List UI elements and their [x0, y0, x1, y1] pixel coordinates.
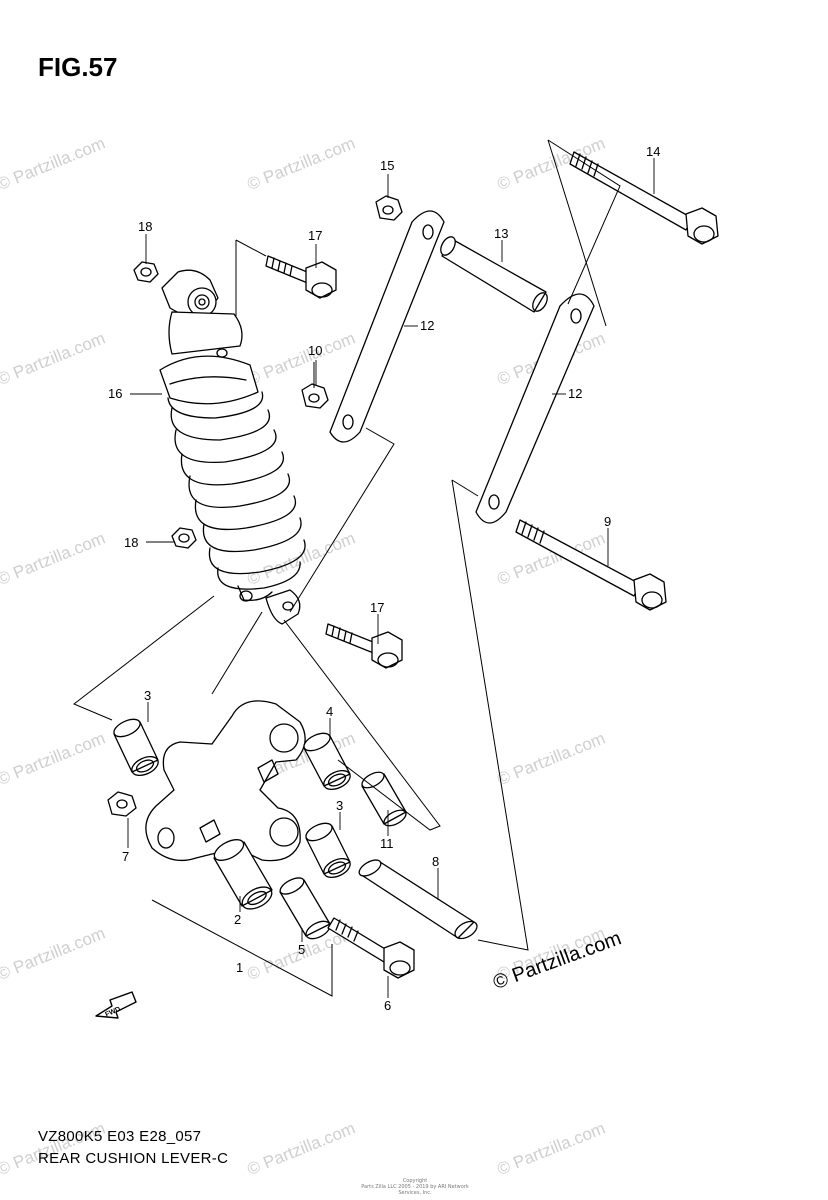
link-rod-12-right [475, 293, 595, 524]
label-5: 5 [298, 942, 305, 957]
figure-title: FIG.57 [38, 52, 118, 82]
shock-absorber-part [159, 269, 306, 625]
bolt-6 [327, 917, 415, 979]
nut-15 [375, 195, 403, 221]
fwd-arrow-icon [95, 991, 137, 1019]
bearing-3-right [305, 822, 351, 879]
spacer-13 [440, 236, 548, 313]
cushion-lever-body [145, 700, 306, 862]
bolt-9 [515, 519, 667, 611]
label-16: 16 [108, 386, 122, 401]
caption: REAR CUSHION LEVER-C [38, 1150, 229, 1167]
label-6: 6 [384, 998, 391, 1013]
label-8: 8 [432, 854, 439, 869]
bolt-14 [569, 151, 719, 245]
label-12-right: 12 [568, 386, 582, 401]
link-rod-12-left [329, 210, 445, 443]
label-18-top: 18 [138, 219, 152, 234]
label-3-right: 3 [336, 798, 343, 813]
label-13: 13 [494, 226, 508, 241]
model-code: VZ800K5 E03 E28_057 [38, 1128, 202, 1145]
copyright-small-line-1: Copyright [402, 1178, 428, 1184]
label-1: 1 [236, 960, 243, 975]
label-17-top: 17 [308, 228, 322, 243]
bearing-2 [213, 839, 273, 910]
nut-7 [107, 791, 137, 817]
label-12-left: 12 [420, 318, 434, 333]
nut-18-top [133, 261, 159, 283]
label-11: 11 [380, 836, 394, 851]
label-18-bottom: 18 [124, 535, 138, 550]
spacer-5 [279, 877, 331, 940]
label-4: 4 [326, 704, 333, 719]
leader-lines [127, 158, 655, 998]
label-9: 9 [604, 514, 611, 529]
assembly-lines [73, 139, 621, 997]
bearing-3-left [113, 718, 159, 777]
label-14: 14 [646, 144, 660, 159]
copyright-small: Copyright Parts Zilla LLC 2005 - 2019 by… [350, 1178, 480, 1196]
label-10: 10 [308, 343, 322, 358]
bolt-17-bottom [325, 623, 403, 669]
spacer-11 [361, 771, 407, 827]
label-7: 7 [122, 849, 129, 864]
label-17-bottom: 17 [370, 600, 384, 615]
part-number-labels: 18 17 15 14 13 12 12 10 16 18 9 17 3 4 3… [104, 144, 660, 1019]
label-2: 2 [234, 912, 241, 927]
bearing-4 [303, 732, 351, 791]
label-15: 15 [380, 158, 394, 173]
copyright-small-line-2: Parts Zilla LLC 2005 - 2019 by ARI Netwo… [361, 1184, 469, 1196]
nut-18-bottom [171, 527, 197, 549]
bolt-17-top [265, 255, 337, 299]
nut-10 [301, 383, 329, 409]
spacer-8 [358, 859, 478, 940]
label-3-left: 3 [144, 688, 151, 703]
